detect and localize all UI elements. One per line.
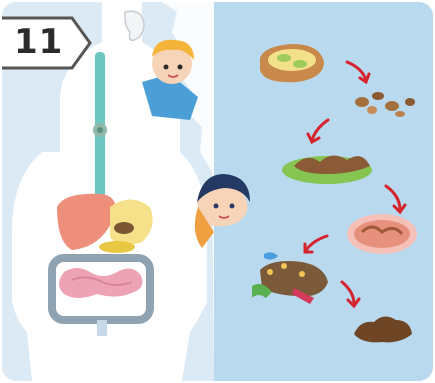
page-number: 11: [14, 22, 63, 62]
pancreas-icon: [99, 241, 135, 253]
sandwich-icon: [260, 44, 324, 82]
esophagus-icon: [93, 52, 107, 202]
girl-character: [195, 174, 250, 248]
stool-icon: [354, 316, 412, 342]
stomach-food-icon: [347, 214, 417, 254]
chewed-food-icon: [355, 92, 415, 117]
chyme-icon: [282, 155, 372, 184]
bacteria-icon: [252, 252, 328, 304]
